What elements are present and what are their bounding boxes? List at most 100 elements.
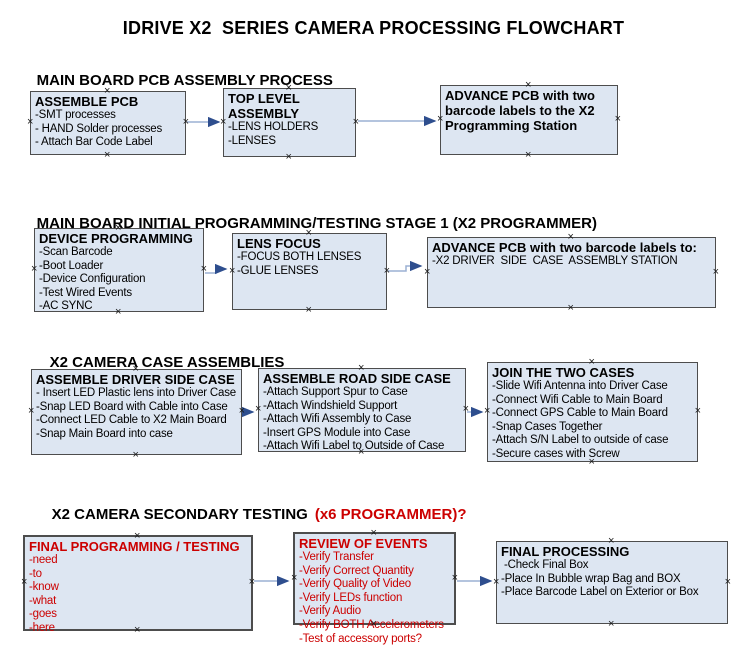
section-header-pcb-assembly: MAIN BOARD PCB ASSEMBLY PROCESS [20, 55, 333, 106]
box-assemble-road-side-case[interactable]: ASSEMBLE ROAD SIDE CASE -Attach Support … [255, 363, 469, 458]
connection-point-right-icon: × [614, 113, 621, 125]
box-assemble-pcb[interactable]: ASSEMBLE PCB -SMT processes- HAND Solder… [27, 86, 189, 161]
box-items: -Check Final Box-Place In Bubble wrap Ba… [501, 559, 724, 600]
box-final-programming-testing[interactable]: FINAL PROGRAMMING / TESTING -need-to-kno… [21, 530, 255, 636]
box-item: -Verify Transfer [299, 551, 374, 563]
box-title: ADVANCE PCB with two barcode labels to: [432, 240, 697, 255]
connection-point-bottom-icon: × [305, 304, 312, 316]
connection-point-top-icon: × [115, 222, 122, 234]
connection-point-top-icon: × [370, 527, 377, 539]
box-device-programming[interactable]: DEVICE PROGRAMMING -Scan Barcode-Boot Lo… [31, 223, 207, 318]
box-item: -Verify Audio [299, 605, 361, 618]
section-header-initial-programming: MAIN BOARD INITIAL PROGRAMMING/TESTING S… [20, 198, 597, 249]
box-title: ADVANCE PCB with two barcode labels to t… [445, 88, 595, 133]
box-items: -X2 DRIVER SIDE CASE ASSEMBLY STATION [432, 255, 712, 269]
box-item: -Slide Wifi Antenna into Driver Case [492, 380, 668, 392]
box-item: -Snap Cases Together [492, 420, 603, 433]
connection-point-bottom-icon: × [104, 149, 111, 161]
box-item: -here [29, 621, 55, 634]
connection-point-top-icon: × [104, 85, 111, 97]
box-item: -Insert GPS Module into Case [263, 426, 411, 439]
connection-point-right-icon: × [451, 571, 458, 584]
box-item: -LENSES [228, 134, 276, 147]
connection-point-right-icon: × [238, 405, 245, 417]
box-items: -SMT processes- HAND Solder processes- A… [35, 109, 182, 150]
box-item: -LENS HOLDERS [228, 121, 319, 133]
box-title: LENS FOCUS [237, 236, 321, 251]
box-item: -AC SYNC [39, 300, 93, 313]
box-assemble-driver-side-case[interactable]: ASSEMBLE DRIVER SIDE CASE - Insert LED P… [28, 364, 245, 461]
box-item: -GLUE LENSES [237, 264, 319, 277]
box-item: -Attach Support Spur to Case [263, 386, 408, 398]
section-header-label: X2 CAMERA CASE ASSEMBLIES [49, 354, 285, 371]
box-title: FINAL PROCESSING [501, 544, 630, 559]
connection-point-bottom-icon: × [285, 151, 292, 163]
box-item: -Snap Main Board into case [36, 427, 173, 440]
box-join-the-two-cases[interactable]: JOIN THE TWO CASES -Slide Wifi Antenna i… [484, 357, 701, 468]
box-item: - HAND Solder processes [35, 122, 163, 135]
connection-point-left-icon: × [255, 403, 262, 415]
box-item: -know [29, 581, 59, 594]
box-item: -Connect LED Cable to X2 Main Board [36, 414, 227, 427]
box-items: -Slide Wifi Antenna into Driver Case-Con… [492, 380, 694, 462]
box-item: -Snap LED Board with Cable into Case [36, 400, 228, 413]
box-advance-pcb-to-programming-station[interactable]: ADVANCE PCB with two barcode labels to t… [437, 80, 621, 161]
connection-point-bottom-icon: × [525, 149, 532, 161]
box-item: -Test of accessory ports? [299, 632, 422, 645]
connection-point-left-icon: × [424, 265, 431, 278]
box-item: -Attach Windshield Support [263, 399, 398, 412]
connection-point-left-icon: × [437, 113, 444, 125]
connection-point-left-icon: × [27, 116, 34, 128]
connection-point-top-icon: × [358, 362, 365, 374]
box-top-level-assembly[interactable]: TOP LEVEL ASSEMBLY -LENS HOLDERS-LENSES … [220, 83, 359, 163]
box-item: -Test Wired Events [39, 286, 132, 299]
connection-point-bottom-icon: × [567, 302, 574, 314]
box-item: -Boot Loader [39, 259, 104, 272]
connection-point-right-icon: × [712, 265, 719, 278]
box-item: -Verify Correct Quantity [299, 564, 414, 577]
box-title: ASSEMBLE PCB [35, 94, 139, 109]
connection-point-left-icon: × [493, 575, 500, 588]
box-item: - Attach Bar Code Label [35, 136, 153, 149]
box-title: REVIEW OF EVENTS [299, 536, 428, 551]
box-item: -what [29, 594, 57, 607]
connection-point-bottom-icon: × [115, 306, 122, 318]
connection-point-right-icon: × [724, 575, 731, 588]
box-lens-focus[interactable]: LENS FOCUS -FOCUS BOTH LENSES-GLUE LENSE… [229, 228, 390, 316]
box-review-of-events[interactable]: REVIEW OF EVENTS -Verify Transfer-Verify… [291, 527, 458, 645]
connection-point-right-icon: × [694, 405, 701, 417]
section-header-red-suffix: (x6 PROGRAMMER)? [314, 506, 467, 523]
connector-arrow-4[interactable] [388, 260, 423, 272]
connection-point-top-icon: × [567, 231, 574, 243]
box-item: -FOCUS BOTH LENSES [237, 251, 362, 263]
box-item: -Place Barcode Label on Exterior or Box [501, 586, 699, 599]
connection-point-top-icon: × [134, 530, 141, 542]
section-header-label: MAIN BOARD INITIAL PROGRAMMING/TESTING S… [36, 215, 597, 232]
connection-point-left-icon: × [31, 263, 38, 275]
box-item: -X2 DRIVER SIDE CASE ASSEMBLY STATION [432, 255, 678, 267]
box-items: -FOCUS BOTH LENSES-GLUE LENSES [237, 251, 383, 278]
connection-point-top-icon: × [305, 227, 312, 239]
connector-arrow-3[interactable] [205, 263, 228, 275]
box-item: -Attach S/N Label to outside of case [492, 434, 669, 447]
box-items: -need-to-know-what-goes-here [29, 554, 248, 636]
connection-point-left-icon: × [220, 115, 227, 128]
box-advance-pcb-to-driver-side-station[interactable]: ADVANCE PCB with two barcode labels to: … [424, 232, 719, 314]
box-item: -to [29, 567, 42, 580]
box-title: ASSEMBLE DRIVER SIDE CASE [36, 372, 235, 387]
box-final-processing[interactable]: FINAL PROCESSING -Check Final Box-Place … [493, 536, 731, 630]
box-title: ASSEMBLE ROAD SIDE CASE [263, 371, 451, 386]
box-items: -Verify Transfer-Verify Correct Quantity… [299, 551, 451, 646]
connection-point-right-icon: × [182, 116, 189, 128]
box-item: - Insert LED Plastic lens into Driver Ca… [36, 387, 236, 399]
box-item: -Scan Barcode [39, 246, 113, 258]
connection-point-top-icon: × [588, 356, 595, 368]
connection-point-left-icon: × [28, 405, 35, 417]
box-item: -Verify LEDs function [299, 591, 403, 604]
connection-point-bottom-icon: × [132, 449, 139, 461]
connection-point-left-icon: × [229, 264, 236, 277]
connection-point-top-icon: × [132, 363, 139, 375]
connection-point-right-icon: × [200, 263, 207, 275]
box-item: -Attach Wifi Label to Outside of Case [263, 440, 445, 453]
